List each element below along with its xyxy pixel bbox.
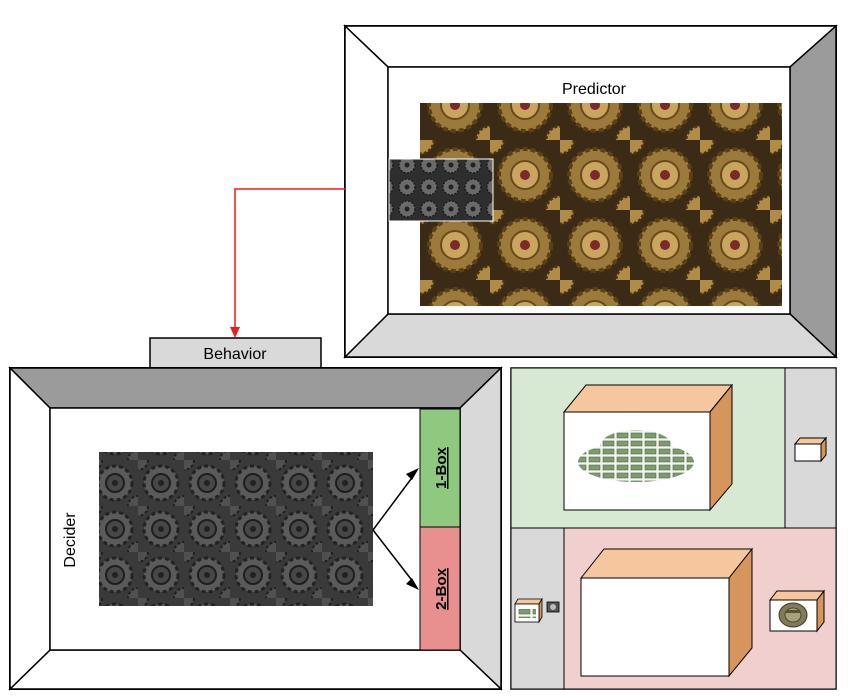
small-box-empty	[793, 436, 828, 463]
two-box-option	[419, 526, 461, 651]
one-box-option	[419, 408, 461, 528]
behavior-tab	[149, 337, 322, 369]
predictor-label: Predictor	[562, 81, 627, 98]
decider-label: Decider	[62, 512, 79, 568]
two-box-label: 2-Box	[433, 568, 450, 610]
money-roll-image	[778, 602, 808, 628]
decision-arrows	[372, 468, 419, 590]
behavior-label: Behavior	[203, 346, 267, 363]
gears-image	[99, 452, 373, 606]
money-pile-image	[578, 430, 694, 482]
prediction-arrow	[230, 188, 345, 338]
one-box-label: 1-Box	[433, 447, 450, 489]
tiny-box-money	[514, 597, 560, 624]
big-box-empty	[579, 547, 754, 678]
small-gears-image	[388, 158, 494, 222]
